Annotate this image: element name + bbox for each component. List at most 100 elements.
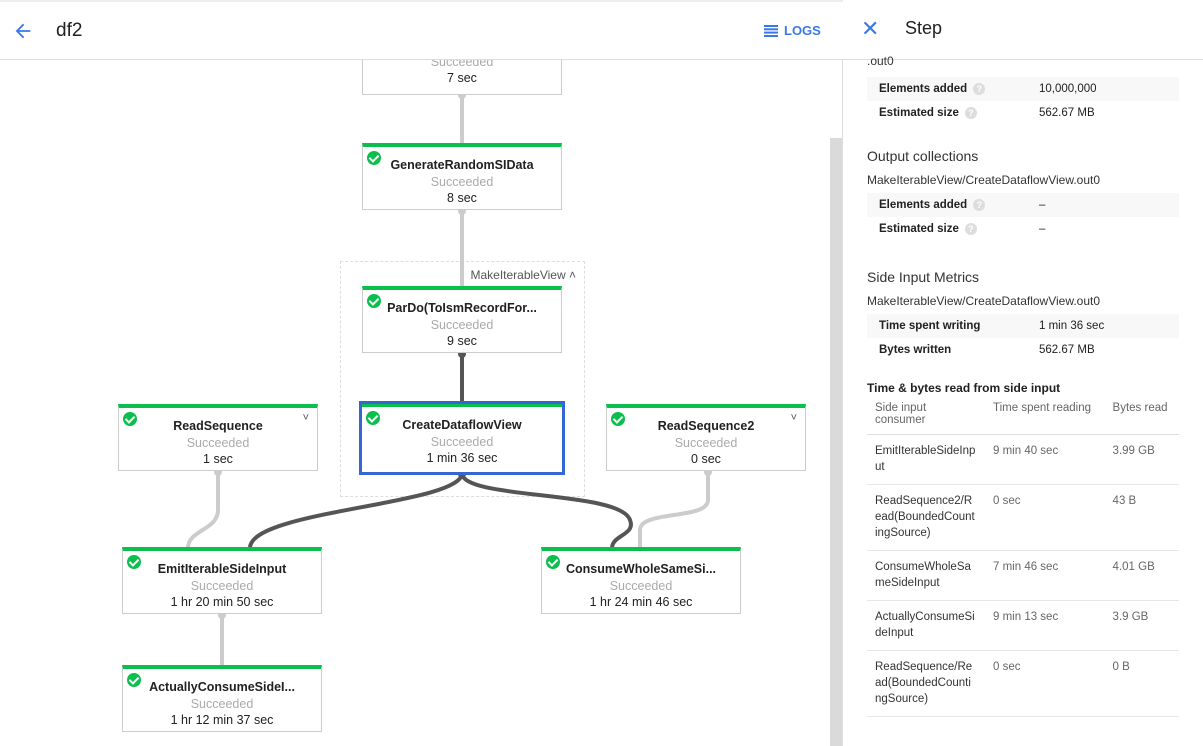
table-row: ReadSequence/Read(BoundedCountingSource)…	[867, 650, 1179, 717]
step-panel: ✕ Step .out0 Elements added?10,000,000 E…	[843, 0, 1203, 746]
edge	[638, 471, 710, 548]
metric-row: Estimated size? –	[867, 217, 1179, 241]
pipeline-graph[interactable]: MakeIterableView ˄ Succeeded 7 sec Gener…	[0, 60, 843, 746]
job-title: df2	[56, 20, 83, 41]
node-status: Succeeded	[609, 579, 673, 593]
check-circle-icon	[123, 412, 137, 426]
node-time: 8 sec	[447, 191, 477, 205]
help-icon[interactable]: ?	[973, 83, 986, 95]
metric-value: 562.67 MB	[1039, 344, 1095, 356]
metric-value: 562.67 MB	[1039, 107, 1095, 119]
close-icon[interactable]: ✕	[861, 16, 880, 41]
collection-name: MakeIterableView/CreateDataflowView.out0	[867, 294, 1101, 308]
output-collections-section: Output collections MakeIterableView/Crea…	[867, 148, 1179, 241]
node-status: Succeeded	[430, 175, 494, 189]
node-name: ReadSequence2	[657, 419, 755, 433]
time-cell: 0 sec	[985, 650, 1105, 717]
panel-title: Step	[905, 18, 943, 38]
metric-row: Elements added?10,000,000	[867, 77, 1179, 101]
node-status: Succeeded	[186, 436, 250, 450]
node-name: ActuallyConsumeSideI...	[149, 680, 295, 694]
collection-name: MakeIterableView/CreateDataflowView.out0	[867, 173, 1101, 187]
help-icon[interactable]: ?	[973, 199, 986, 211]
node-time: 0 sec	[691, 452, 721, 466]
metric-value: –	[1039, 199, 1046, 211]
metric-label: Estimated size	[879, 223, 959, 235]
node-name: ReadSequence	[173, 419, 263, 433]
section-heading: Time & bytes read from side input	[867, 381, 1061, 395]
bytes-cell: 43 B	[1104, 484, 1179, 551]
time-cell: 9 min 13 sec	[985, 600, 1105, 651]
step-node-pardo[interactable]: ParDo(ToIsmRecordFor... Succeeded 9 sec	[362, 286, 562, 353]
input-collection-name: .out0	[867, 54, 894, 68]
check-circle-icon	[127, 555, 141, 569]
node-name: GenerateRandomSIData	[390, 158, 534, 172]
step-node-read-sequence2[interactable]: ˅ ReadSequence2 Succeeded 0 sec	[606, 404, 806, 471]
step-node-read-sequence[interactable]: ˅ ReadSequence Succeeded 1 sec	[118, 404, 318, 471]
node-status: Succeeded	[674, 436, 738, 450]
check-circle-icon	[367, 294, 381, 308]
chevron-down-icon[interactable]: ˅	[790, 412, 797, 424]
column-header: Side input consumer	[867, 397, 985, 435]
top-bar: df2 LOGS	[0, 0, 843, 60]
graph-scrollbar[interactable]	[830, 138, 842, 746]
step-node-actually-consume-side-input[interactable]: ActuallyConsumeSideI... Succeeded 1 hr 1…	[122, 665, 322, 732]
check-circle-icon	[366, 411, 380, 425]
node-time: 1 min 36 sec	[426, 451, 498, 465]
chevron-down-icon[interactable]: ˅	[302, 412, 309, 424]
step-node-create-dataflow-view[interactable]: CreateDataflowView Succeeded 1 min 36 se…	[359, 401, 565, 475]
node-name: EmitIterableSideInput	[157, 562, 287, 576]
bytes-cell: 3.99 GB	[1104, 434, 1179, 485]
side-input-read-section: Time & bytes read from side input Side i…	[867, 381, 1179, 717]
chevron-up-icon[interactable]: ˄	[568, 268, 576, 282]
bytes-cell: 0 B	[1104, 650, 1179, 717]
step-node-generate-random-si-data[interactable]: GenerateRandomSIData Succeeded 8 sec	[362, 143, 562, 210]
step-node[interactable]: Succeeded 7 sec	[362, 60, 562, 95]
metric-value: 1 min 36 sec	[1039, 320, 1105, 332]
node-status: Succeeded	[190, 579, 254, 593]
edge	[248, 472, 464, 549]
node-name: CreateDataflowView	[402, 418, 522, 432]
consumer-cell: EmitIterableSideInput	[867, 434, 985, 485]
section-heading: Output collections	[867, 148, 979, 164]
node-time: 9 sec	[447, 334, 477, 348]
help-icon[interactable]: ?	[964, 107, 977, 119]
metric-label: Estimated size	[879, 107, 959, 119]
edge	[460, 472, 633, 549]
step-node-emit-iterable-side-input[interactable]: EmitIterableSideInput Succeeded 1 hr 20 …	[122, 547, 322, 614]
metric-row: Elements added? –	[867, 193, 1179, 217]
graph-edges	[186, 91, 712, 666]
node-status: Succeeded	[430, 435, 494, 449]
node-time: 1 hr 24 min 46 sec	[589, 595, 693, 609]
column-header: Bytes read	[1104, 397, 1179, 435]
node-name: ConsumeWholeSameSi...	[565, 562, 717, 576]
group-label[interactable]: MakeIterableView ˄	[470, 268, 576, 282]
consumer-cell: ReadSequence/Read(BoundedCountingSource)	[867, 650, 985, 717]
logs-button[interactable]: LOGS	[764, 23, 821, 38]
node-status: Succeeded	[430, 60, 494, 69]
input-metrics: Elements added?10,000,000 Estimated size…	[867, 77, 1179, 125]
bytes-cell: 3.9 GB	[1104, 600, 1179, 651]
metric-value: –	[1039, 223, 1046, 235]
check-circle-icon	[127, 673, 141, 687]
side-input-metrics-section: Side Input Metrics MakeIterableView/Crea…	[867, 269, 1179, 362]
consumer-cell: ConsumeWholeSameSideInput	[867, 550, 985, 601]
node-name: ParDo(ToIsmRecordFor...	[387, 301, 537, 315]
metric-label: Elements added	[879, 199, 968, 211]
step-node-consume-whole-same-side-input[interactable]: ConsumeWholeSameSi... Succeeded 1 hr 24 …	[541, 547, 741, 614]
group-label-text: MakeIterableView	[470, 268, 566, 282]
panel-header: ✕ Step	[843, 0, 1203, 60]
list-icon	[764, 24, 778, 37]
time-cell: 7 min 46 sec	[985, 550, 1105, 601]
metric-row: Estimated size? 562.67 MB	[867, 101, 1179, 125]
consumer-cell: ReadSequence2/Read(BoundedCountingSource…	[867, 484, 985, 551]
side-input-read-table: Side input consumer Time spent reading B…	[867, 397, 1179, 717]
back-arrow-icon[interactable]	[12, 20, 34, 42]
time-cell: 0 sec	[985, 484, 1105, 551]
help-icon[interactable]: ?	[964, 223, 977, 235]
bytes-cell: 4.01 GB	[1104, 550, 1179, 601]
node-time: 1 sec	[203, 452, 233, 466]
